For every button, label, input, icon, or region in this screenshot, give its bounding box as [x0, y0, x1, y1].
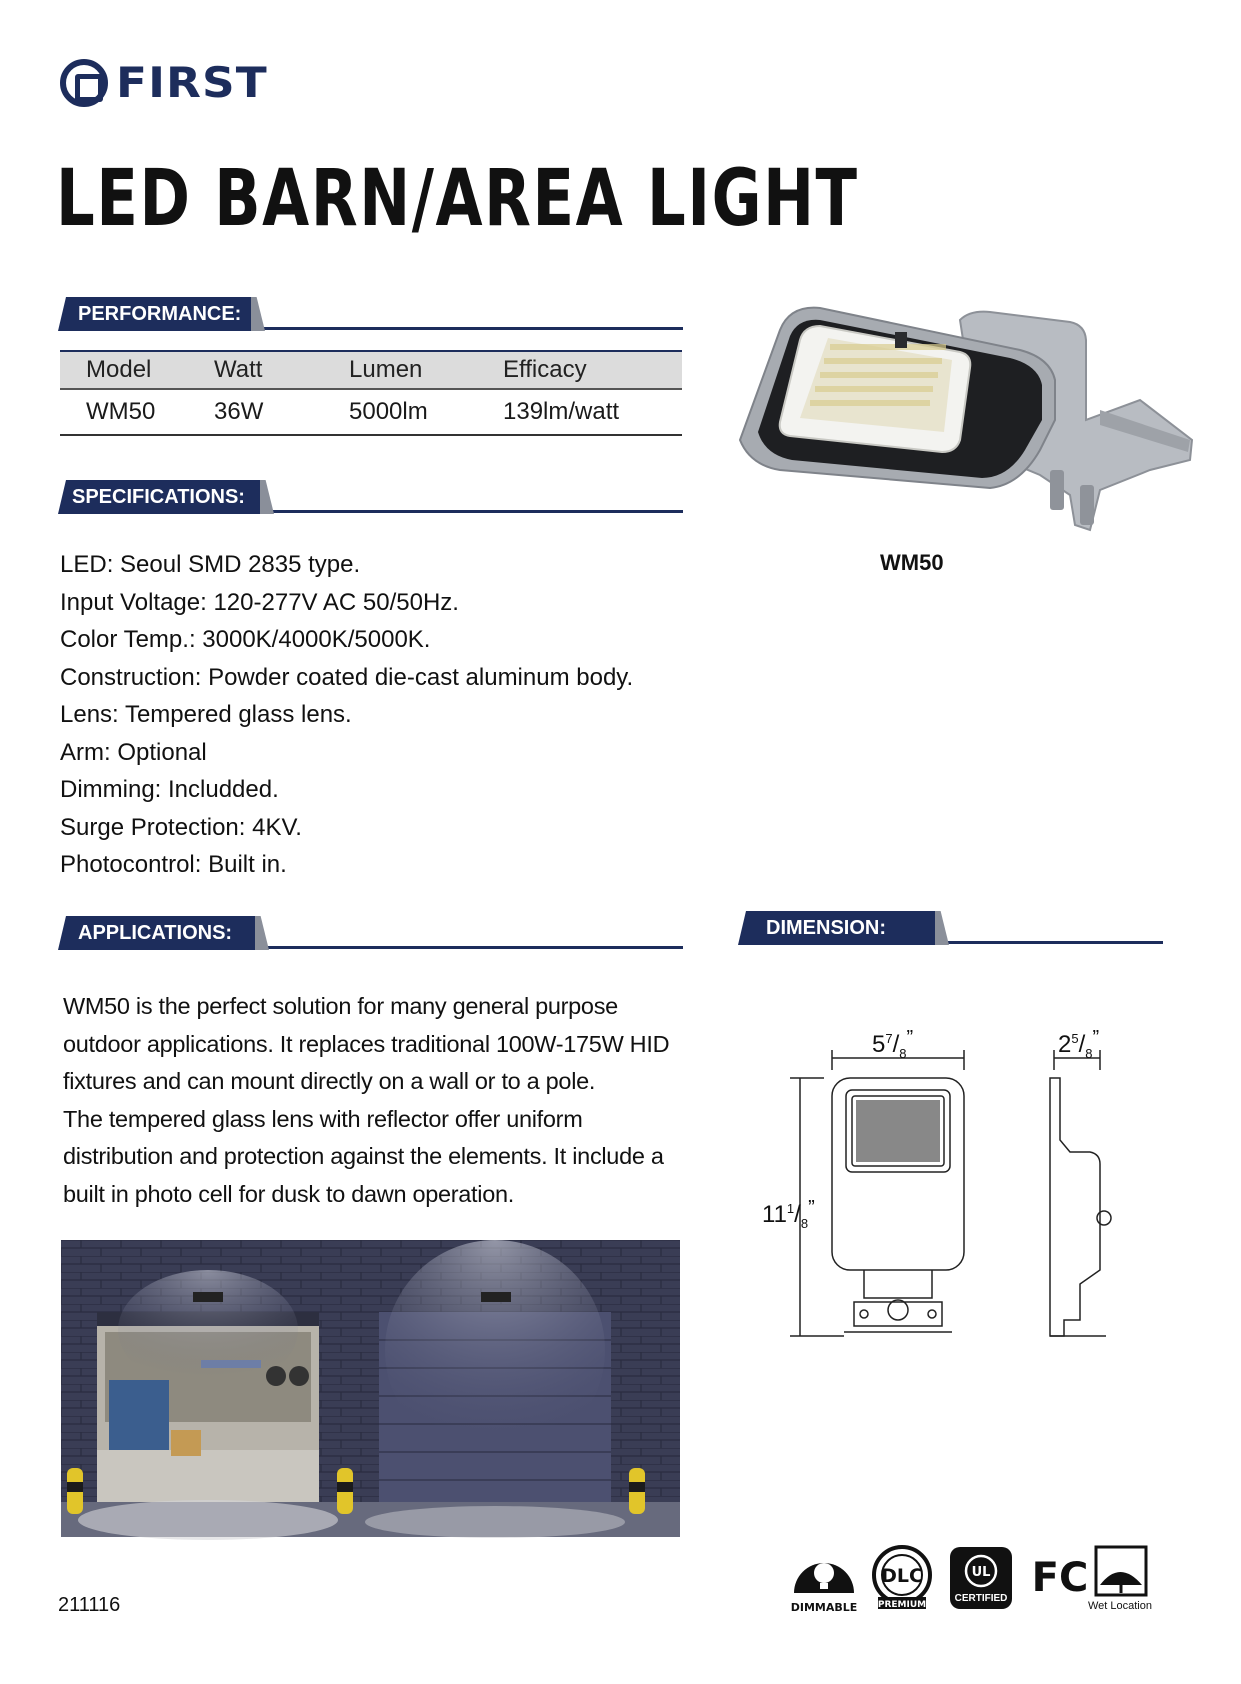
column-header: Watt — [214, 356, 263, 383]
dlc-premium-label: PREMIUM — [878, 1600, 926, 1610]
performance-section-header: PERFORMANCE: — [58, 297, 683, 335]
applications-heading: APPLICATIONS: — [58, 916, 258, 950]
section-wedge — [255, 916, 269, 950]
product-caption: WM50 — [880, 550, 944, 575]
dlc-label: DLC — [881, 1565, 923, 1587]
specifications-section-header: SPECIFICATIONS: — [58, 480, 683, 518]
table-cell: 139lm/watt — [503, 398, 620, 425]
brand-name: FIRST — [116, 58, 268, 107]
spec-line: Color Temp.: 3000K/4000K/5000K. — [60, 626, 431, 653]
spec-line: Construction: Powder coated die-cast alu… — [60, 663, 634, 691]
certification-badges: DIMMABLE DLC PREMIUM UL CERTIFIED FC Wet… — [791, 1545, 1152, 1614]
applications-line: WM50 is the perfect solution for many ge… — [63, 993, 618, 1019]
applications-line: outdoor applications. It replaces tradit… — [63, 1030, 670, 1057]
applications-line: The tempered glass lens with reflector o… — [63, 1105, 583, 1132]
brand-logo: FIRST — [60, 58, 267, 108]
spec-line: Arm: Optional — [60, 738, 207, 766]
section-wedge — [251, 297, 265, 331]
wet-location-label: Wet Location — [1088, 1600, 1152, 1612]
dimension-section-header: DIMENSION: — [738, 911, 1163, 949]
column-header: Efficacy — [503, 356, 587, 383]
dimension-heading: DIMENSION: — [738, 911, 938, 945]
spec-line: Photocontrol: Built in. — [60, 851, 287, 878]
applications-line: built in photo cell for dusk to dawn ope… — [63, 1180, 514, 1207]
dlc-premium-icon: DLC PREMIUM — [872, 1545, 932, 1610]
product-photo — [738, 306, 1194, 532]
wet-location-icon: Wet Location — [1088, 1545, 1152, 1612]
dimmable-icon: DIMMABLE — [791, 1563, 858, 1614]
section-rule — [248, 327, 683, 330]
width-dimension: 57/8” — [872, 1027, 913, 1061]
table-cell: 36W — [214, 398, 264, 425]
spec-line: LED: Seoul SMD 2835 type. — [60, 551, 361, 578]
column-header: Lumen — [349, 356, 423, 383]
applications-line: distribution and protection against the … — [63, 1143, 664, 1169]
spec-line: Input Voltage: 120-277V AC 50/50Hz. — [60, 588, 459, 616]
fcc-icon: FC — [1032, 1555, 1089, 1601]
performance-table: Model Watt Lumen Efficacy WM50 36W 5000l… — [60, 350, 682, 436]
specifications-list: LED: Seoul SMD 2835 type. Input Voltage:… — [60, 546, 633, 884]
performance-heading: PERFORMANCE: — [58, 297, 254, 331]
table-header-row: Model Watt Lumen Efficacy — [60, 350, 682, 390]
spec-line: Surge Protection: 4KV. — [60, 813, 302, 841]
section-rule — [258, 946, 683, 949]
dimension-drawing: 57/8” 25/8” 111/8” — [762, 1027, 1112, 1337]
section-rule — [938, 941, 1163, 944]
specifications-heading: SPECIFICATIONS: — [58, 480, 263, 514]
table-row: WM50 36W 5000lm 139lm/watt — [60, 390, 682, 436]
height-dimension: 111/8” — [762, 1197, 815, 1231]
document-code: 211116 — [58, 1594, 121, 1616]
applications-line: fixtures and can mount directly on a wal… — [63, 1068, 596, 1094]
depth-dimension: 25/8” — [1058, 1027, 1099, 1061]
application-photo — [61, 1240, 680, 1540]
applications-section-header: APPLICATIONS: — [58, 916, 683, 954]
spec-line: Dimming: Includded. — [60, 776, 279, 803]
page-title: LED BARN/AREA LIGHT — [56, 154, 859, 244]
table-cell: 5000lm — [349, 398, 428, 425]
logo-mark-icon — [60, 59, 108, 107]
table-cell: WM50 — [86, 398, 156, 425]
ul-certified-icon: UL CERTIFIED — [950, 1547, 1012, 1609]
section-wedge — [935, 911, 949, 945]
spec-line: Lens: Tempered glass lens. — [60, 701, 352, 728]
applications-text: WM50 is the perfect solution for many ge… — [63, 988, 703, 1213]
fcc-label: FC — [1032, 1555, 1089, 1601]
column-header: Model — [86, 356, 152, 383]
dimmable-label: DIMMABLE — [791, 1601, 858, 1614]
section-rule — [258, 510, 683, 513]
ul-certified-label: CERTIFIED — [955, 1593, 1008, 1604]
section-wedge — [260, 480, 274, 514]
ul-label: UL — [972, 1565, 991, 1580]
